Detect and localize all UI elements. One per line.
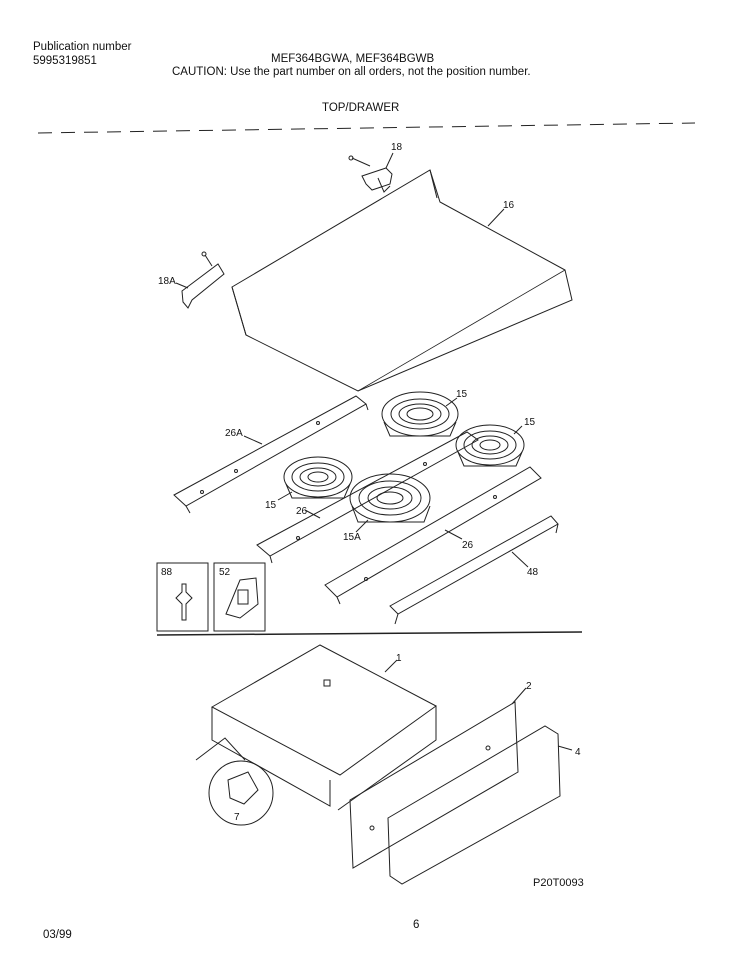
part-4-drawer-front — [387, 725, 561, 885]
callout-15-top: 15 — [456, 389, 468, 400]
dashed-separator — [37, 122, 696, 134]
leader-2 — [511, 687, 527, 705]
inset-box-52 — [213, 562, 266, 632]
leader-26-left — [304, 509, 321, 519]
section-divider — [156, 631, 583, 636]
part-2-panel — [349, 701, 519, 869]
publication-number: 5995319851 — [33, 55, 97, 67]
part-26a-rail — [173, 395, 369, 514]
leader-15-top — [445, 397, 458, 407]
leader-26a — [243, 435, 263, 445]
leader-16 — [487, 208, 505, 227]
leader-15a — [355, 519, 369, 533]
callout-15a: 15A — [343, 532, 361, 543]
part-16-cooktop — [231, 169, 573, 392]
part-26-rail-left — [256, 431, 479, 564]
page-number: 6 — [413, 919, 420, 931]
leader-4 — [557, 745, 573, 751]
inset-box-88 — [156, 562, 209, 632]
surface-element-right — [455, 424, 525, 467]
callout-26-left: 26 — [296, 506, 308, 517]
callout-88: 88 — [161, 567, 173, 578]
leader-18a — [175, 282, 189, 289]
section-title: TOP/DRAWER — [322, 102, 400, 114]
surface-element-large — [349, 473, 431, 523]
callout-2: 2 — [526, 681, 532, 692]
part-1-drawer — [210, 644, 437, 811]
part-18-bracket — [348, 155, 393, 193]
leader-18 — [385, 152, 394, 169]
publication-number-label: Publication number — [33, 41, 132, 53]
leader-26-right — [444, 529, 463, 540]
callout-4: 4 — [575, 747, 581, 758]
callout-15-left: 15 — [265, 500, 277, 511]
caution-note: CAUTION: Use the part number on all orde… — [172, 66, 531, 78]
surface-element-left — [283, 456, 353, 499]
callout-26a: 26A — [225, 428, 243, 439]
leader-15-left — [277, 491, 293, 501]
callout-15-right: 15 — [524, 417, 536, 428]
leader-1 — [384, 659, 398, 673]
callout-52: 52 — [219, 567, 231, 578]
callout-18a: 18A — [158, 276, 176, 287]
part-48-strip — [389, 515, 559, 625]
part-7-detail — [195, 737, 274, 826]
callout-16: 16 — [503, 200, 515, 211]
part-26-rail-right — [324, 466, 542, 605]
revision-date: 03/99 — [43, 929, 72, 941]
diagram-image-id: P20T0093 — [533, 877, 584, 889]
callout-18: 18 — [391, 142, 403, 153]
callout-1: 1 — [396, 653, 402, 664]
leader-15-right — [513, 425, 523, 435]
model-numbers: MEF364BGWA, MEF364BGWB — [271, 53, 435, 65]
callout-7: 7 — [234, 812, 240, 823]
part-18a-bracket — [181, 251, 225, 309]
callout-48: 48 — [527, 567, 539, 578]
callout-26-right: 26 — [462, 540, 474, 551]
leader-48 — [511, 551, 529, 568]
surface-element-top — [381, 391, 459, 437]
